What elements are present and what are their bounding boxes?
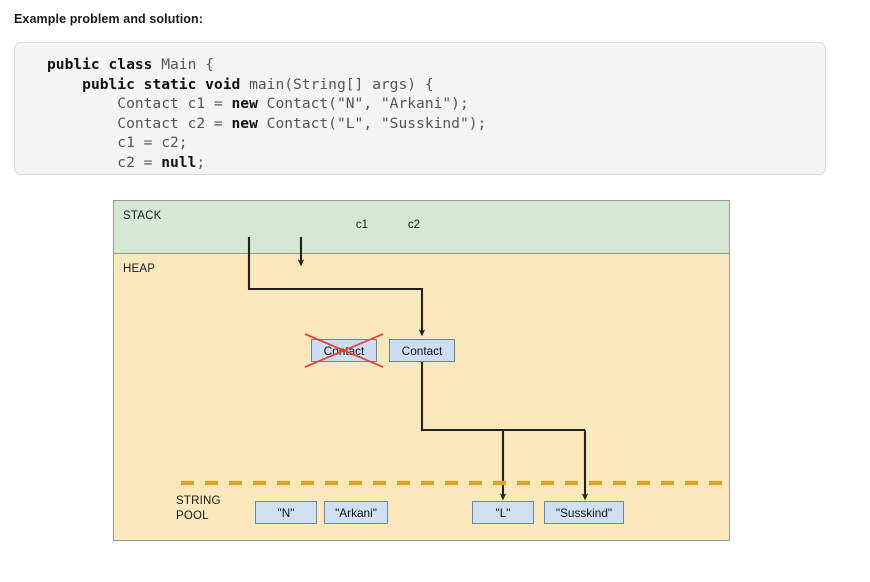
code-plain: Main { [161, 56, 214, 73]
code-keyword: new [231, 114, 267, 132]
string-pool-entry: "Susskind" [544, 501, 624, 524]
heap-object-garbage: Contact [304, 333, 384, 368]
code-plain: c2 = [47, 153, 162, 171]
code-line: c1 = c2; [47, 133, 486, 153]
code-line: c2 = null; [47, 153, 486, 173]
heap-object-label: Contact [311, 339, 377, 362]
code-plain [47, 76, 82, 93]
code-line: public class Main { [47, 55, 486, 75]
string-pool-entry: "N" [255, 501, 317, 524]
stack-region-label: STACK [123, 210, 162, 222]
code-plain: Contact("N", "Arkani"); [266, 95, 469, 113]
heap-region-label: HEAP [123, 263, 156, 275]
code-plain: main(String[] args) { [249, 75, 434, 93]
code-line: Contact c2 = new Contact("L", "Susskind"… [47, 114, 486, 134]
code-keyword: public class [47, 56, 162, 73]
string-pool-label: STRING POOL [176, 494, 221, 524]
code-block: public class Main { public static void m… [14, 42, 826, 175]
code-text: public class Main { public static void m… [47, 55, 486, 173]
heap-object-label: Contact [389, 339, 455, 362]
memory-diagram: STACK HEAP STRING POOL c1 c2 Contact Conta… [113, 200, 730, 541]
string-pool-entry: "L" [472, 501, 534, 524]
code-plain: c1 = c2; [47, 134, 188, 152]
page-title: Example problem and solution: [14, 12, 204, 26]
code-plain: Contact c2 = [47, 114, 232, 132]
code-keyword: null [161, 153, 197, 171]
code-plain: Contact c1 = [47, 95, 232, 113]
code-keyword: public static void [82, 75, 250, 93]
code-line: public static void main(String[] args) { [47, 75, 486, 95]
code-plain: ; [196, 153, 206, 171]
stack-variable-c1: c1 [355, 219, 369, 231]
string-pool-label-line1: STRING [176, 495, 221, 507]
heap-object: Contact [389, 339, 455, 362]
code-plain: Contact("L", "Susskind"); [266, 114, 487, 132]
string-pool-label-line2: POOL [176, 510, 209, 522]
code-keyword: new [231, 95, 267, 113]
stack-variable-c2: c2 [407, 219, 421, 231]
string-pool-entry: "Arkani" [324, 501, 388, 524]
code-line: Contact c1 = new Contact("N", "Arkani"); [47, 94, 486, 114]
